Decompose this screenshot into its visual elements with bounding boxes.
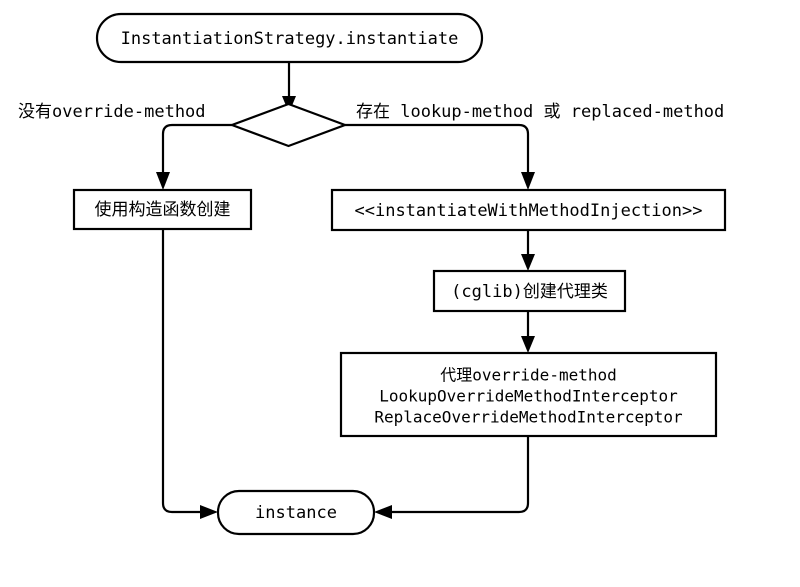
node-method-injection[interactable]: <<instantiateWithMethodInjection>> [330,188,727,232]
node-constructor-create[interactable]: 使用构造函数创建 [72,188,253,231]
node-interceptors-label-line2: LookupOverrideMethodInterceptor [379,387,678,406]
node-method-injection-label: <<instantiateWithMethodInjection>> [355,201,703,221]
node-interceptors[interactable]: 代理override-method LookupOverrideMethodIn… [339,351,718,438]
node-cglib-proxy-shape [432,269,627,313]
node-cglib-proxy-label: (cglib)创建代理类 [451,282,608,302]
edge-label-no-override-method: 没有override-method [18,102,206,122]
node-decision[interactable] [228,102,349,148]
edge-label-lookup-or-replaced-method: 存在 lookup-method 或 replaced-method [356,102,724,122]
node-instance-shape [216,489,376,536]
node-constructor-create-label: 使用构造函数创建 [95,199,231,220]
node-interceptors-shape [339,351,718,438]
node-interceptors-label-line1: 代理override-method [440,366,617,385]
node-method-injection-shape [330,188,727,232]
node-instance-label: instance [255,503,337,523]
edge-constructor-to-instance [161,229,218,519]
node-instantiation-strategy[interactable]: InstantiationStrategy.instantiate [95,12,484,64]
edge-decision-to-method-injection [345,123,535,190]
edge-interceptors-to-instance [374,436,530,519]
node-decision-shape [228,102,349,148]
node-instantiation-strategy-shape [95,12,484,64]
node-cglib-proxy[interactable]: (cglib)创建代理类 [432,269,627,313]
node-constructor-create-shape [72,188,253,231]
node-instance[interactable]: instance [216,489,376,536]
node-instantiation-strategy-label: InstantiationStrategy.instantiate [121,29,459,49]
edge-decision-to-constructor [156,123,232,190]
node-interceptors-label-line3: ReplaceOverrideMethodInterceptor [374,408,683,427]
edge-cglib-to-interceptors [521,311,535,353]
edge-method-injection-to-cglib [521,230,535,271]
